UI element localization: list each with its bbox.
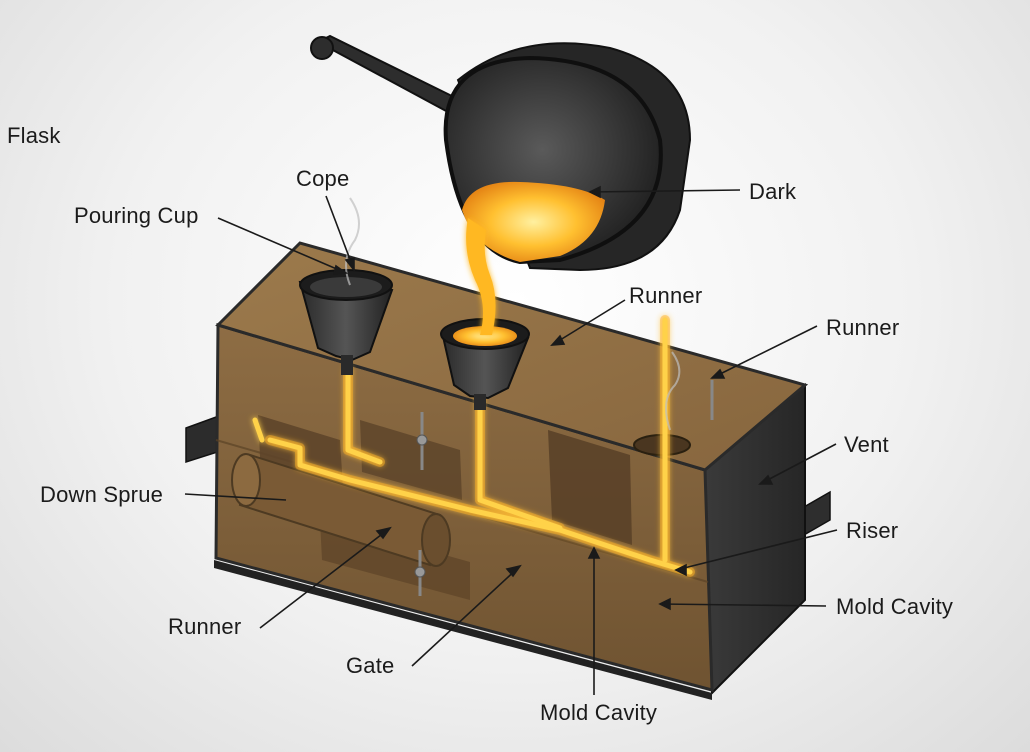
smoke-wisps xyxy=(345,197,681,431)
flask-box xyxy=(185,241,831,700)
right-cavity-pocket xyxy=(548,430,632,545)
molten-pool xyxy=(462,181,605,262)
pour-stream xyxy=(466,218,496,335)
label-dark: Dark xyxy=(749,179,797,204)
pouring-cup-left xyxy=(298,269,394,375)
flask-bottom-edge xyxy=(214,560,712,700)
ladle xyxy=(310,34,692,335)
label-flask: Flask xyxy=(7,123,61,148)
label-mold-cavity-right: Mold Cavity xyxy=(836,594,954,619)
label-vent: Vent xyxy=(844,432,889,457)
center-cavity-pocket xyxy=(360,420,462,500)
ladle-handle xyxy=(315,34,462,114)
label-down-sprue: Down Sprue xyxy=(40,482,164,507)
label-mold-cavity-bottom: Mold Cavity xyxy=(540,700,658,725)
label-runner-top: Runner xyxy=(629,283,703,308)
label-pouring-cup: Pouring Cup xyxy=(74,203,199,228)
label-runner-bottom: Runner xyxy=(168,614,242,639)
pattern-cylinder xyxy=(231,453,451,567)
molten-channels xyxy=(252,315,695,577)
label-gate: Gate xyxy=(346,653,395,678)
label-riser: Riser xyxy=(846,518,899,543)
leader-lines xyxy=(184,185,838,695)
locating-pins xyxy=(414,380,714,596)
label-runner-right: Runner xyxy=(826,315,900,340)
label-cope: Cope xyxy=(296,166,350,191)
